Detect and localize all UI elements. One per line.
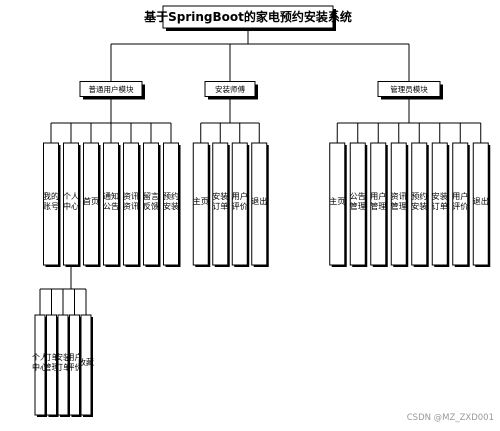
- module-2-item-6: 用户评价: [452, 142, 470, 267]
- sub-item-2-label: 安装订单: [55, 352, 71, 372]
- module-0-item-3-label: 通知公告: [103, 191, 119, 211]
- module-2-label: 管理员模块: [390, 84, 428, 94]
- module-1-item-0: 主页: [192, 142, 211, 267]
- sub-item-3: 用户评价: [67, 314, 83, 417]
- module-2-item-0: 主页: [329, 142, 347, 267]
- module-2-item-1-label: 公告管理: [350, 191, 366, 211]
- sub-item-1: 订单管理: [44, 314, 60, 417]
- module-1-item-1-label: 安装订单: [212, 191, 228, 211]
- module-1-item-1: 安装订单: [212, 142, 230, 267]
- module-tree: 普通用户模块我的账号个人中心首页通知公告资讯资讯留言反馈预约安装个人中心订单管理…: [32, 28, 491, 417]
- module-0-item-4-label: 资讯资讯: [123, 191, 139, 211]
- module-2-item-4: 预约安装: [411, 142, 429, 267]
- module-0-item-1-label: 个人中心: [63, 192, 79, 211]
- module-2-item-7: 退出: [472, 142, 491, 267]
- module-0-item-2-label: 首页: [83, 196, 99, 206]
- sub-item-0-label: 个人中心: [32, 353, 48, 372]
- sub-item-1-label: 订单管理: [44, 352, 60, 372]
- title-text: 基于SpringBoot的家电预约安装系统: [143, 9, 352, 24]
- module-0-label: 普通用户模块: [89, 84, 134, 94]
- module-1: 安装师傅: [204, 81, 258, 100]
- module-1-item-3: 退出: [251, 142, 269, 267]
- sub-item-4: 收藏: [78, 314, 94, 417]
- module-2-item-3: 资讯管理: [390, 142, 409, 267]
- module-0-item-6-label: 预约安装: [163, 191, 179, 211]
- module-0-item-5: 留言反馈: [143, 142, 161, 267]
- module-0-item-3: 通知公告: [103, 142, 121, 267]
- module-0: 普通用户模块: [79, 81, 145, 100]
- module-2-item-0-label: 主页: [329, 196, 345, 206]
- sub-item-2: 安装订单: [55, 314, 71, 417]
- module-0-item-1: 个人中心: [63, 142, 81, 267]
- module-2-item-2: 用户管理: [370, 142, 388, 267]
- module-0-item-2: 首页: [83, 142, 101, 267]
- module-1-item-3-label: 退出: [251, 196, 267, 206]
- module-2-item-3-label: 资讯管理: [391, 191, 407, 211]
- sub-item-3-label: 用户评价: [67, 352, 83, 372]
- module-0-item-5-label: 留言反馈: [143, 191, 159, 211]
- module-0-item-0-label: 我的账号: [43, 191, 59, 211]
- module-1-label: 安装师傅: [215, 84, 245, 94]
- sub-item-4-label: 收藏: [78, 357, 94, 367]
- module-0-item-4: 资讯资讯: [123, 142, 141, 267]
- module-2-item-5-label: 安装订单: [432, 191, 448, 211]
- module-2-item-5: 安装订单: [431, 142, 450, 267]
- module-1-item-2: 用户评价: [231, 142, 250, 267]
- module-2-item-2-label: 用户管理: [370, 191, 386, 211]
- module-2: 管理员模块: [377, 81, 443, 100]
- watermark-text: CSDN @MZ_ZXD001: [406, 413, 494, 423]
- module-1-item-2-label: 用户评价: [232, 191, 248, 211]
- module-2-item-6-label: 用户评价: [452, 191, 468, 211]
- module-2-item-1: 公告管理: [349, 142, 368, 267]
- module-1-item-0-label: 主页: [193, 196, 209, 206]
- module-2-item-4-label: 预约安装: [411, 191, 427, 211]
- module-0-item-6: 预约安装: [163, 142, 181, 267]
- module-0-item-0: 我的账号: [43, 142, 61, 267]
- sub-item-0: 个人中心: [32, 314, 48, 417]
- title-node: 基于SpringBoot的家电预约安装系统: [143, 5, 352, 31]
- module-2-item-7-label: 退出: [473, 196, 489, 206]
